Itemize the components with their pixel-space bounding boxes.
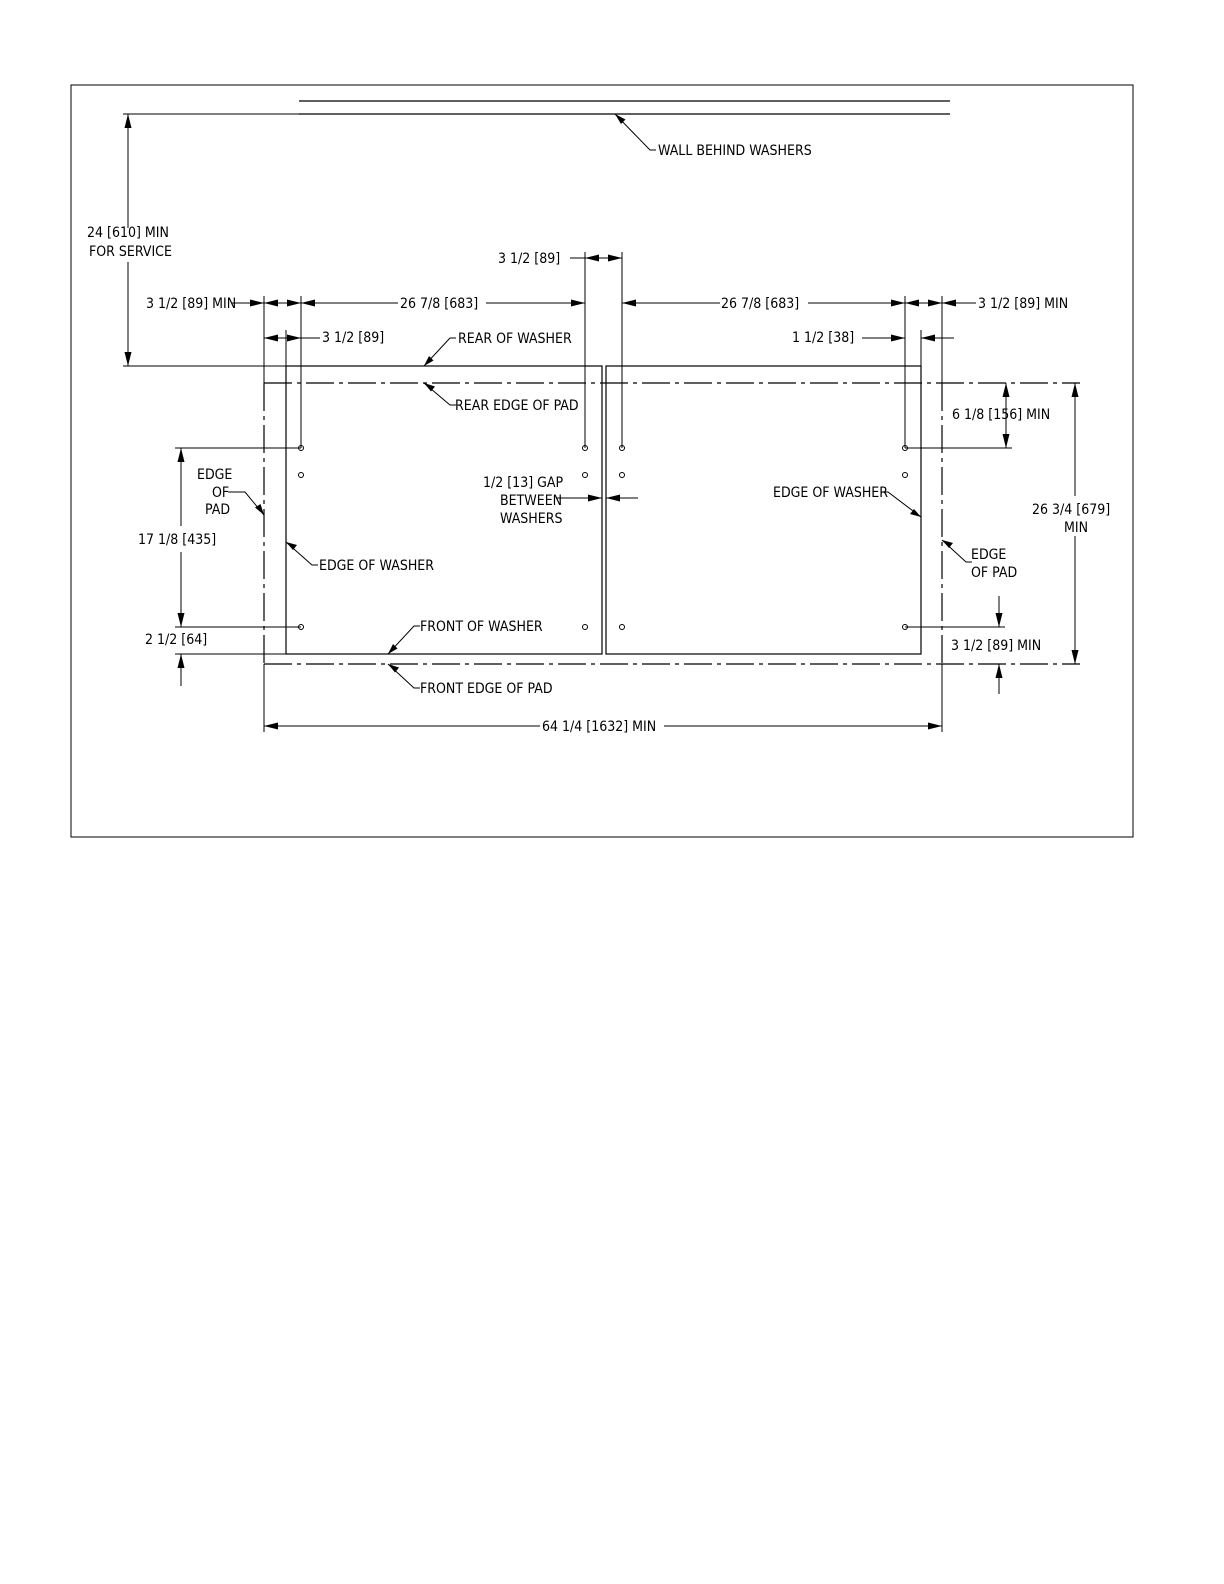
label-left-outer-dim: 3 1/2 [89] MIN <box>146 296 236 312</box>
label-front-hole-dim: 2 1/2 [64] <box>145 632 207 648</box>
label-service-dim-line2: FOR SERVICE <box>89 244 172 260</box>
label-total-width-dim: 64 1/4 [1632] MIN <box>542 719 656 735</box>
mounting-holes <box>298 445 908 630</box>
label-wall-behind-washers: WALL BEHIND WASHERS <box>658 143 812 159</box>
label-right-washer-width: 26 7/8 [683] <box>721 296 799 312</box>
label-pad-depth-dim-line2: MIN <box>1064 520 1088 536</box>
label-rear-of-washer: REAR OF WASHER <box>458 331 572 347</box>
diagram-labels: WALL BEHIND WASHERS 24 [610] MIN FOR SER… <box>87 143 1110 735</box>
label-edge-of-pad-right-1: EDGE <box>971 547 1006 563</box>
label-pad-depth-dim-line1: 26 3/4 [679] <box>1032 502 1110 518</box>
label-right-inner-dim: 1 1/2 [38] <box>792 330 854 346</box>
label-gap-line1: 1/2 [13] GAP <box>483 475 563 491</box>
label-gap-line2: BETWEEN <box>500 493 562 509</box>
label-rear-edge-of-pad: REAR EDGE OF PAD <box>455 398 579 414</box>
label-left-inner-dim: 3 1/2 [89] <box>322 330 384 346</box>
label-edge-of-pad-right-2: OF PAD <box>971 565 1017 581</box>
label-edge-of-pad-left-1: EDGE <box>197 467 232 483</box>
label-edge-of-pad-left-3: PAD <box>205 502 230 518</box>
leader-lines <box>228 113 972 689</box>
label-right-outer-dim: 3 1/2 [89] MIN <box>978 296 1068 312</box>
label-gap-line3: WASHERS <box>500 511 562 527</box>
label-front-of-washer: FRONT OF WASHER <box>420 619 543 635</box>
diagram-border <box>70 84 1134 838</box>
label-edge-of-washer-right: EDGE OF WASHER <box>773 485 888 501</box>
label-gap-dim-top: 3 1/2 [89] <box>498 251 560 267</box>
label-edge-of-pad-left-2: OF <box>212 485 229 501</box>
label-edge-of-washer-left: EDGE OF WASHER <box>319 558 434 574</box>
label-rear-clearance-dim: 6 1/8 [156] MIN <box>952 407 1050 423</box>
label-hole-spacing-dim: 17 1/8 [435] <box>138 532 216 548</box>
right-washer-outline <box>605 365 922 655</box>
arrowheads <box>124 114 1079 730</box>
pad-outline <box>263 382 1080 665</box>
label-front-clearance-dim: 3 1/2 [89] MIN <box>951 638 1041 654</box>
label-left-washer-width: 26 7/8 [683] <box>400 296 478 312</box>
left-washer-outline <box>285 365 603 655</box>
extension-lines <box>123 113 1012 732</box>
label-front-edge-of-pad: FRONT EDGE OF PAD <box>420 681 553 697</box>
wall <box>299 100 950 115</box>
label-service-dim-line1: 24 [610] MIN <box>87 225 169 241</box>
